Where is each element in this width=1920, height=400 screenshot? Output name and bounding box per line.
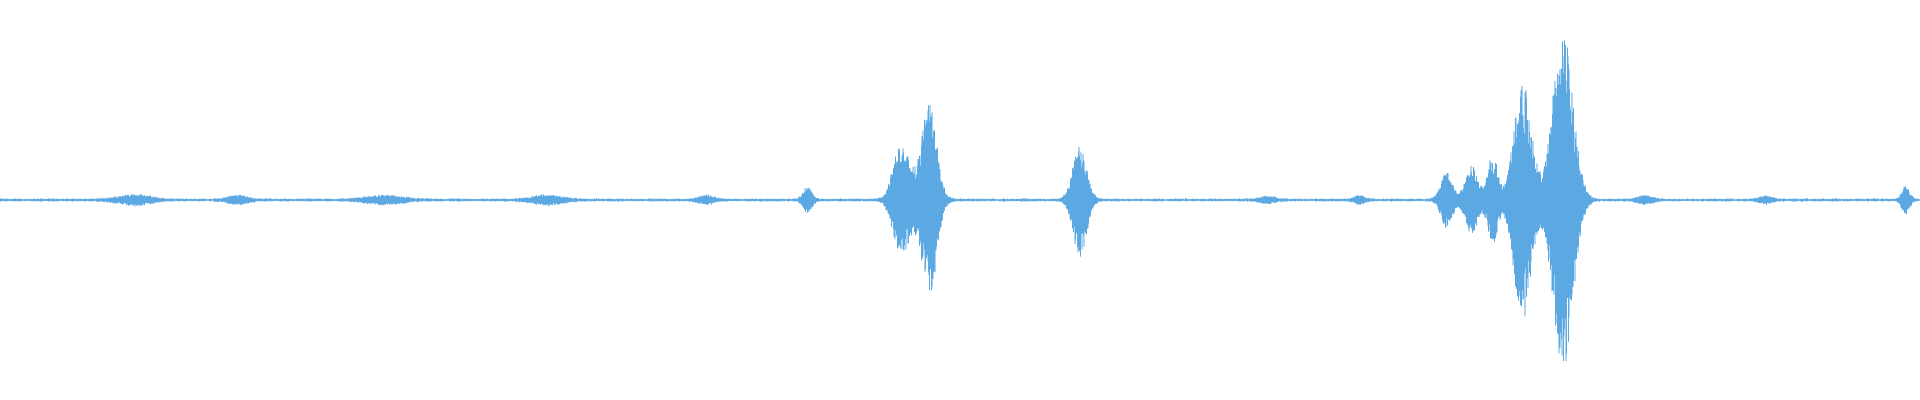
waveform-signal [0,40,1920,362]
